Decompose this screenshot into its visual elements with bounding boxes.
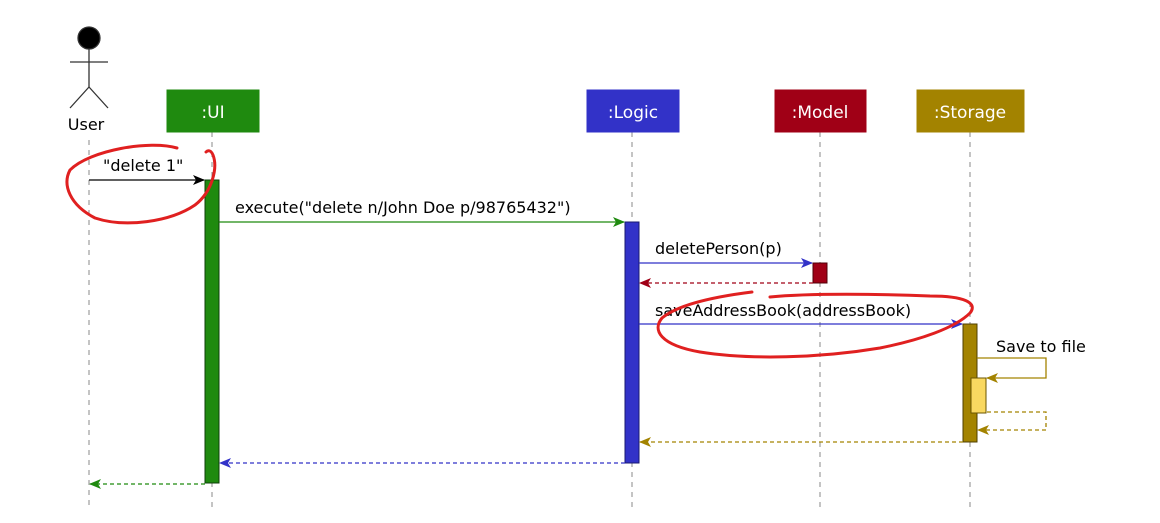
activation-storage-nested: [970, 377, 987, 414]
participant-model: :Model: [774, 89, 867, 133]
participant-ui: :UI: [166, 89, 260, 133]
actor-label: User: [68, 115, 105, 134]
participant-ui-label: :UI: [201, 103, 224, 123]
message-label: saveAddressBook(addressBook): [655, 301, 911, 320]
activation-model: [812, 262, 828, 284]
participant-storage-label: :Storage: [934, 103, 1006, 123]
activation-ui: [204, 179, 220, 484]
participant-model-label: :Model: [792, 103, 849, 123]
message-label: "delete 1": [103, 156, 183, 175]
participant-logic: :Logic: [586, 89, 680, 133]
annotation-scribble-circle: [656, 290, 974, 359]
message-label: execute("delete n/John Doe p/98765432"): [235, 198, 571, 217]
message-label: deletePerson(p): [655, 239, 782, 258]
activation-logic: [624, 221, 640, 464]
self-return-arrow: [977, 411, 1047, 435]
message-label: Save to file: [996, 337, 1086, 356]
self-call-arrow: [977, 357, 1047, 383]
user-actor-icon: [69, 26, 109, 109]
participant-logic-label: :Logic: [608, 103, 658, 123]
participant-storage: :Storage: [916, 89, 1025, 133]
annotation-scribble-circle: [65, 143, 217, 225]
